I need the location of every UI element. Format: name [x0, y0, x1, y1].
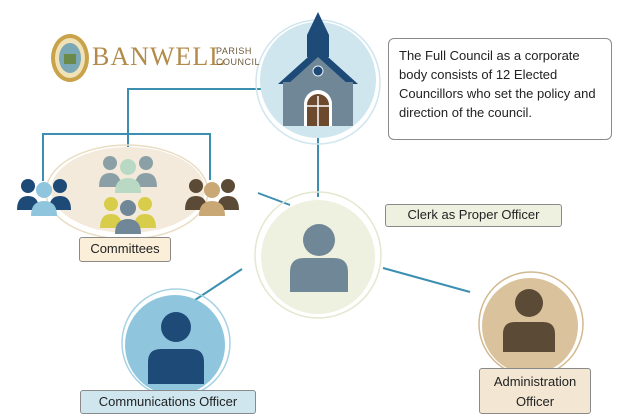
logo-subtitle-line1: PARISH [216, 46, 252, 56]
council-seal-icon [51, 34, 89, 82]
clerk-node [254, 191, 382, 319]
communications-label: Communications Officer [80, 390, 256, 414]
connector-committees-to-clerk [257, 192, 291, 206]
administration-node [478, 271, 584, 377]
full-council-description: The Full Council as a corporate body con… [388, 38, 612, 140]
person-icon [503, 289, 555, 352]
logo-subtitle: PARISH COUNCIL [216, 46, 260, 68]
connector-clerk-to-comms [194, 268, 243, 301]
clerk-label: Clerk as Proper Officer [385, 204, 562, 227]
people-group-icon [17, 156, 239, 234]
connectors [42, 88, 471, 301]
communications-node [121, 288, 231, 398]
church-building-icon [278, 12, 358, 126]
person-icon [148, 312, 204, 384]
committees-node [17, 144, 239, 240]
administration-label: Administration Officer [479, 368, 591, 414]
logo-wordmark: BANWELL [92, 42, 227, 71]
full-council-node [255, 12, 381, 145]
committees-label: Committees [79, 237, 171, 262]
connector-clerk-to-admin [382, 267, 471, 293]
person-icon [290, 224, 348, 292]
logo-subtitle-line2: COUNCIL [216, 57, 261, 67]
connector-committees-bracket [42, 133, 211, 181]
